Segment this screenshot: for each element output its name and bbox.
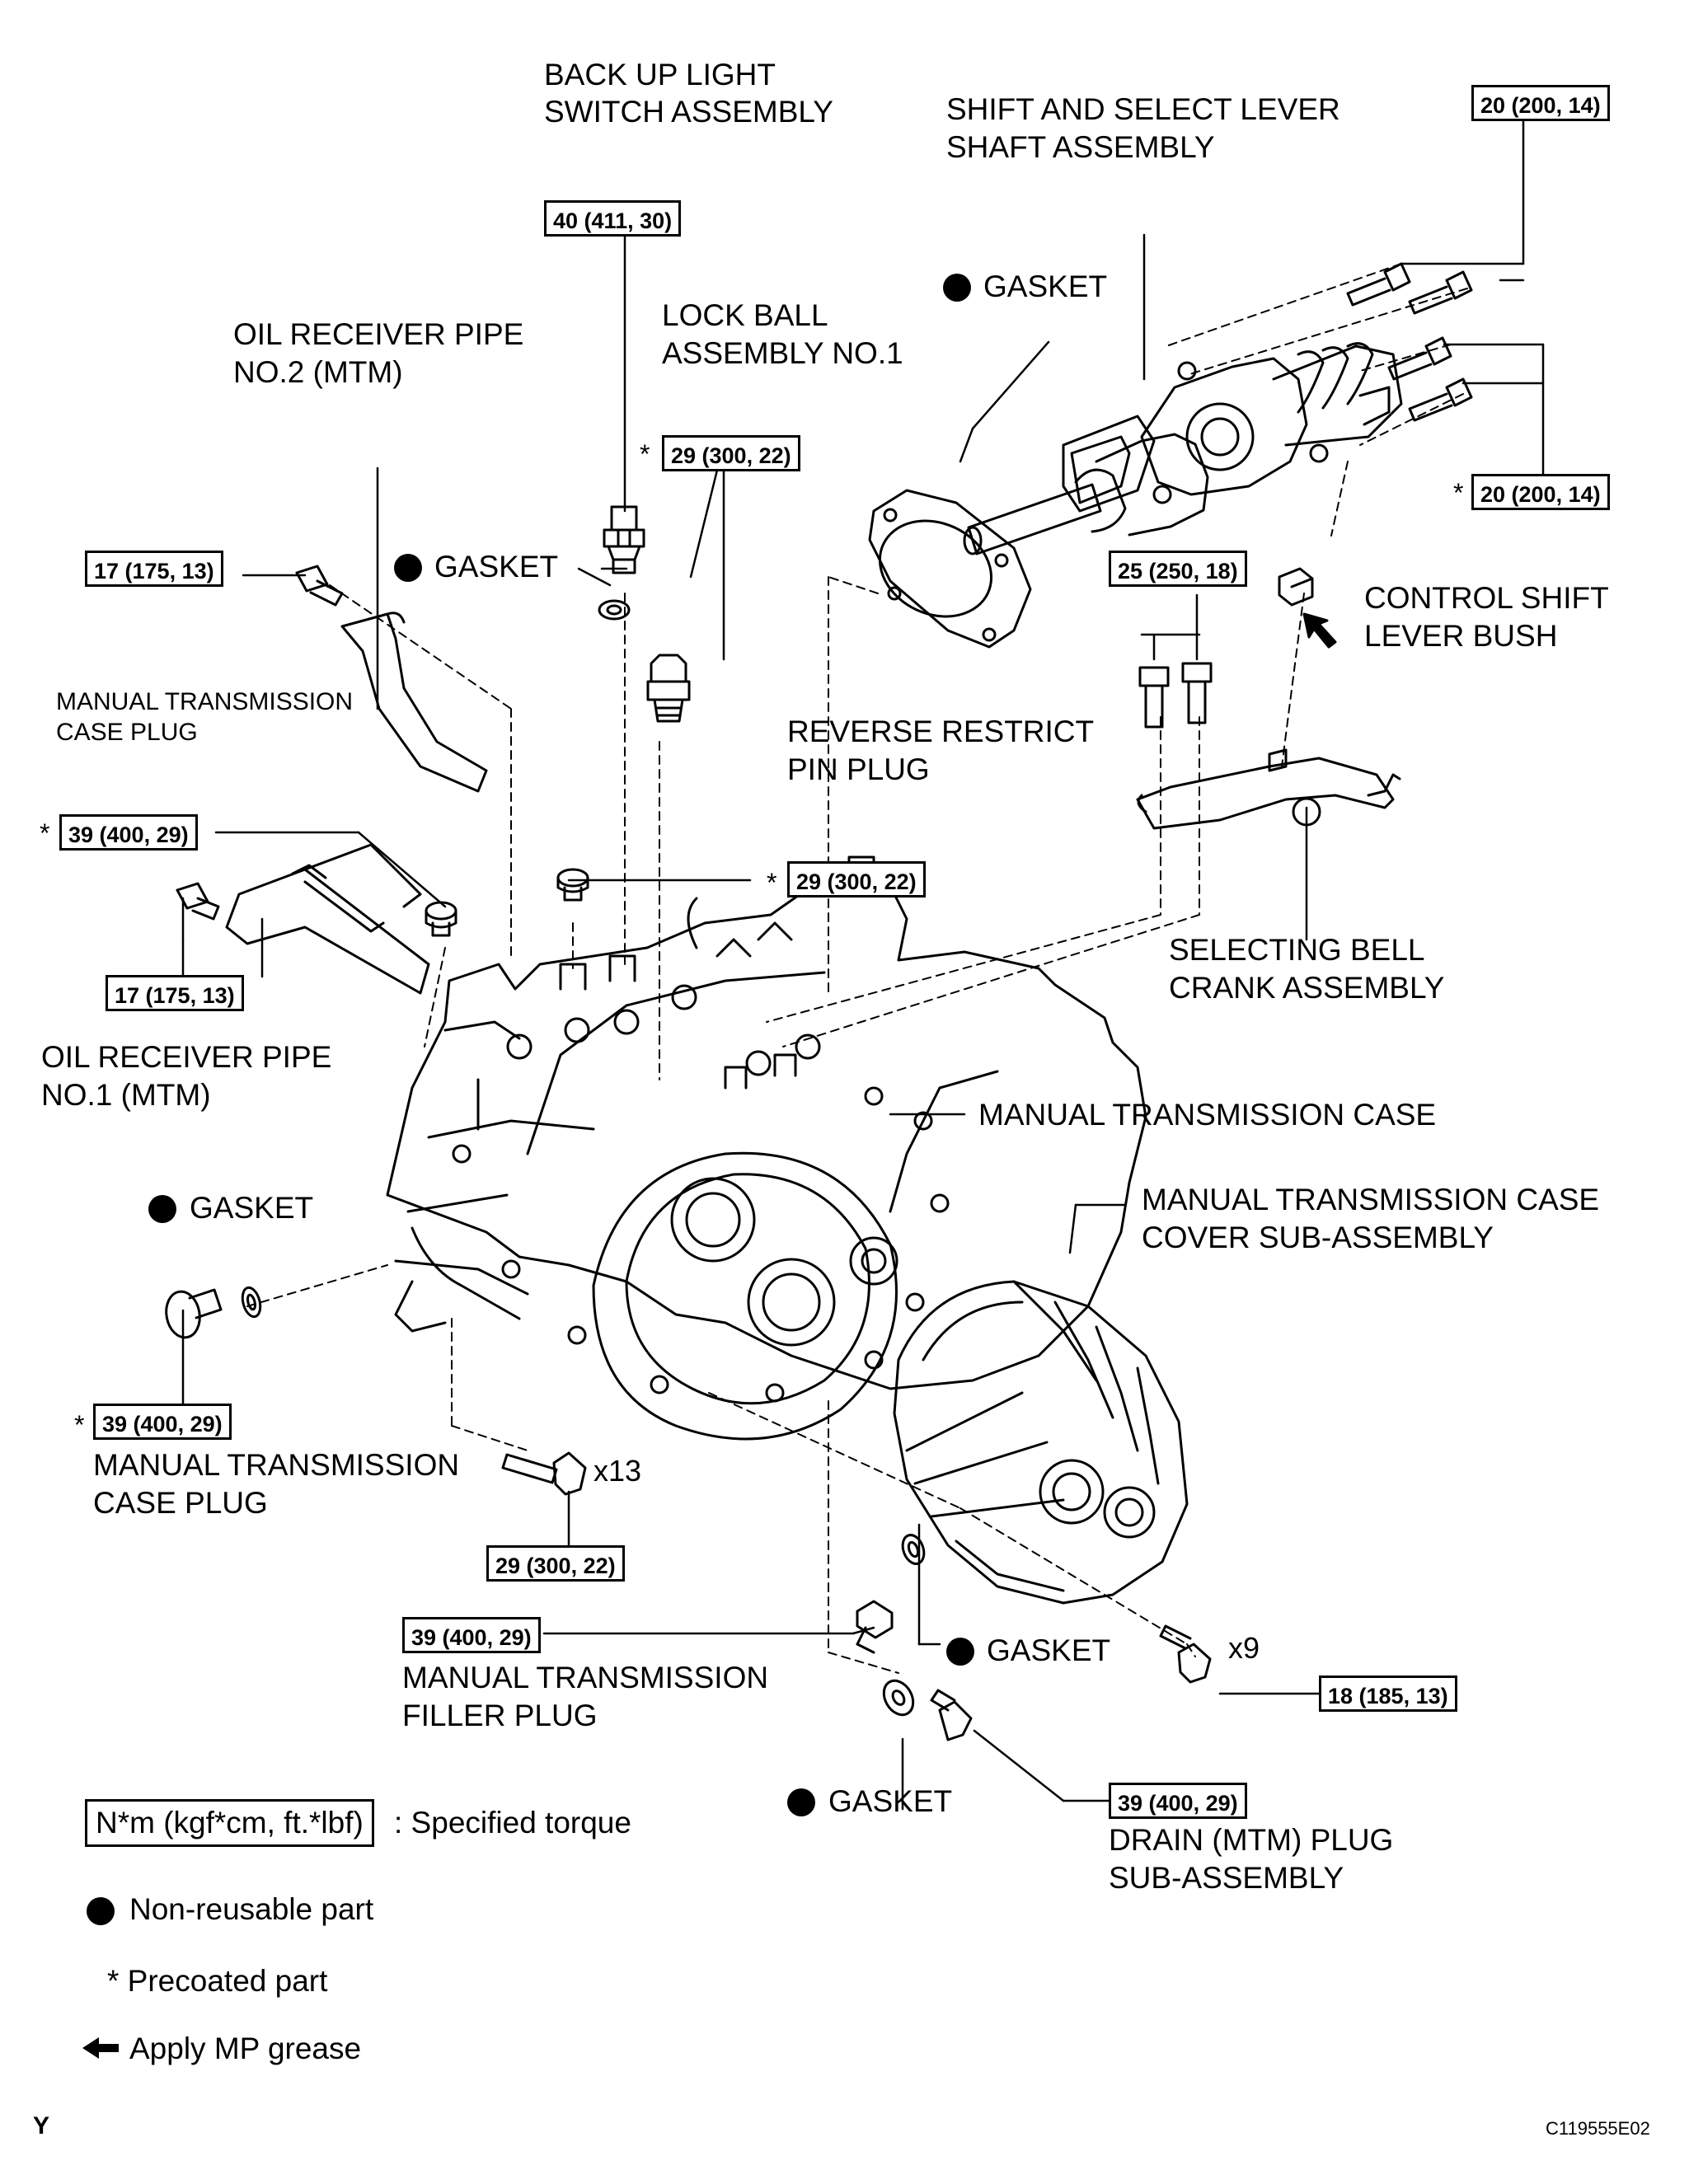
label-oil-pipe1-2: NO.1 (MTM) (41, 1078, 211, 1112)
label-selecting-bell-2: CRANK ASSEMBLY (1169, 971, 1445, 1005)
label-mt-case-plug-small-1: MANUAL TRANSMISSION (56, 688, 354, 715)
torque-pipe2-bolt: 17 (175, 13) (85, 551, 223, 587)
legend-non-reusable: Non-reusable part (129, 1892, 374, 1926)
label-lock-ball-1: LOCK BALL (662, 298, 828, 332)
label-mt-case-cover-2: COVER SUB-ASSEMBLY (1142, 1221, 1494, 1254)
quantity-x9: x9 (1228, 1631, 1260, 1665)
non-reusable-dot-gasket-filler (946, 1638, 974, 1666)
shift-select-lever-shaft (963, 342, 1403, 555)
label-mt-case-plug-1: MANUAL TRANSMISSION (93, 1448, 460, 1482)
precoat-star-right-mid: * (1453, 478, 1464, 508)
label-back-up-light-2: SWITCH ASSEMBLY (544, 95, 833, 129)
label-gasket-top: GASKET (983, 269, 1108, 303)
label-mt-filler-1: MANUAL TRANSMISSION (402, 1661, 769, 1694)
torque-lock-ball: 29 (300, 22) (662, 435, 800, 471)
lock-ball-assembly (646, 654, 691, 723)
filler-plug (856, 1534, 926, 1654)
precoat-star-left-39: * (40, 818, 50, 848)
grease-arrow-pointer (1302, 612, 1337, 649)
case-bolt (501, 1451, 587, 1496)
bolt-pipe2 (295, 565, 344, 607)
bolts-top-right (1346, 262, 1473, 422)
control-shift-bush (1278, 567, 1314, 607)
torque-case-plug: 39 (400, 29) (93, 1404, 232, 1440)
cover-bolt (1159, 1624, 1212, 1684)
oil-receiver-pipe-2 (340, 612, 488, 793)
torque-cover-bolt: 18 (185, 13) (1319, 1675, 1457, 1712)
back-up-light-switch (598, 505, 645, 621)
transmission-case (386, 855, 1147, 1441)
bell-crank-bolts (1138, 662, 1213, 729)
quantity-x13: x13 (593, 1454, 642, 1488)
non-reusable-dot-gasket-switch (394, 554, 422, 582)
non-reusable-dot-gasket-left (148, 1195, 176, 1223)
case-cover (893, 1280, 1189, 1605)
torque-filler-plug: 39 (400, 29) (402, 1617, 541, 1653)
label-mt-filler-2: FILLER PLUG (402, 1699, 598, 1732)
non-reusable-dot-gasket-drain (787, 1788, 815, 1816)
legend-torque-box: N*m (kgf*cm, ft.*lbf) (85, 1799, 374, 1847)
label-shift-select-1: SHIFT AND SELECT LEVER (946, 92, 1340, 126)
precoat-star-case-plug: * (74, 1410, 85, 1440)
label-lock-ball-2: ASSEMBLY NO.1 (662, 336, 903, 370)
figure-code: C119555E02 (1546, 2118, 1650, 2139)
oil-receiver-pipe-1 (176, 843, 430, 995)
label-drain-2: SUB-ASSEMBLY (1109, 1861, 1344, 1895)
label-oil-pipe2-2: NO.2 (MTM) (233, 355, 403, 389)
torque-drain-plug: 39 (400, 29) (1109, 1783, 1247, 1819)
torque-reverse-plug: 29 (300, 22) (787, 861, 926, 898)
label-oil-pipe2-1: OIL RECEIVER PIPE (233, 317, 524, 351)
legend-torque-text: : Specified torque (394, 1806, 631, 1840)
label-shift-select-2: SHAFT ASSEMBLY (946, 130, 1215, 164)
arrow-left-icon (82, 2037, 119, 2059)
drain-plug (882, 1679, 973, 1741)
legend-precoated: * Precoated part (107, 1964, 328, 1998)
gasket-large (868, 489, 1032, 649)
corner-mark: Y (33, 2112, 50, 2139)
filled-circle-icon (87, 1897, 115, 1925)
label-gasket-left: GASKET (190, 1191, 314, 1225)
label-control-shift-1: CONTROL SHIFT (1364, 581, 1609, 615)
label-reverse-restrict-2: PIN PLUG (787, 752, 930, 786)
label-back-up-light-1: BACK UP LIGHT (544, 58, 776, 91)
precoat-star-lockball: * (640, 439, 650, 469)
selecting-bell-crank (1136, 748, 1401, 830)
label-mt-case-plug-small-2: CASE PLUG (56, 719, 198, 746)
case-plug-left (165, 1286, 262, 1339)
torque-top-right: 20 (200, 14) (1471, 85, 1610, 121)
label-reverse-restrict-1: REVERSE RESTRICT (787, 715, 1095, 748)
precoat-star-reverse: * (767, 868, 777, 898)
torque-backup-switch: 40 (411, 30) (544, 200, 682, 237)
legend-grease: Apply MP grease (129, 2032, 362, 2065)
reverse-pin-plug (556, 868, 589, 902)
non-reusable-dot-gasket-top (943, 274, 971, 302)
torque-pipe1-bolt: 17 (175, 13) (106, 975, 244, 1011)
label-control-shift-2: LEVER BUSH (1364, 619, 1558, 653)
label-gasket-switch: GASKET (434, 550, 559, 583)
label-gasket-filler: GASKET (987, 1633, 1111, 1667)
label-gasket-drain: GASKET (828, 1784, 953, 1818)
label-oil-pipe1-1: OIL RECEIVER PIPE (41, 1040, 332, 1074)
torque-right-mid: 20 (200, 14) (1471, 474, 1610, 510)
plug-left-top (425, 901, 457, 937)
torque-left-39: 39 (400, 29) (59, 814, 198, 851)
label-mt-case-plug-2: CASE PLUG (93, 1486, 268, 1520)
label-mt-case: MANUAL TRANSMISSION CASE (978, 1098, 1437, 1132)
alignment-dashes (246, 263, 1468, 1674)
torque-bell-crank: 25 (250, 18) (1109, 551, 1247, 587)
label-mt-case-cover-1: MANUAL TRANSMISSION CASE (1142, 1183, 1600, 1216)
label-drain-1: DRAIN (MTM) PLUG (1109, 1823, 1394, 1857)
label-selecting-bell-1: SELECTING BELL (1169, 933, 1425, 967)
torque-case-bolt: 29 (300, 22) (486, 1545, 625, 1582)
